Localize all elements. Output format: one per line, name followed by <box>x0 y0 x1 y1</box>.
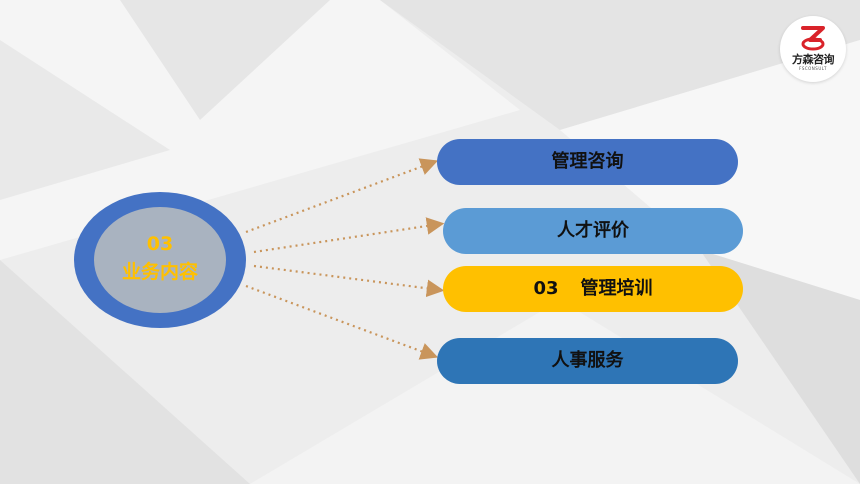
brand-name: 方森咨询 <box>792 53 835 66</box>
hub-label: 业务内容 <box>121 261 198 283</box>
item-label: 管理培训 <box>580 278 653 299</box>
arrow-to-item-1 <box>245 158 439 234</box>
brand-logo: 方森咨询 FSCONSULT <box>780 16 846 82</box>
hub-number: 03 <box>146 233 174 255</box>
arrow-to-item-4 <box>245 284 439 360</box>
item-label: 管理咨询 <box>551 151 624 172</box>
arrow-to-item-2 <box>253 217 445 254</box>
item-number: 03 <box>533 278 559 299</box>
hub-inner: 03 业务内容 <box>94 207 226 313</box>
item-label: 人才评价 <box>557 220 629 241</box>
arrow-to-item-3 <box>253 264 445 298</box>
item-management-consulting[interactable]: 管理咨询 <box>437 139 738 185</box>
brand-mark-icon <box>801 26 825 51</box>
item-label: 人事服务 <box>551 350 624 371</box>
item-hr-services[interactable]: 人事服务 <box>437 338 738 384</box>
item-talent-assessment[interactable]: 人才评价 <box>443 208 743 254</box>
item-management-training[interactable]: 03 管理培训 <box>443 266 743 312</box>
hub-circle: 03 业务内容 <box>74 192 246 328</box>
brand-subtitle: FSCONSULT <box>799 66 827 71</box>
